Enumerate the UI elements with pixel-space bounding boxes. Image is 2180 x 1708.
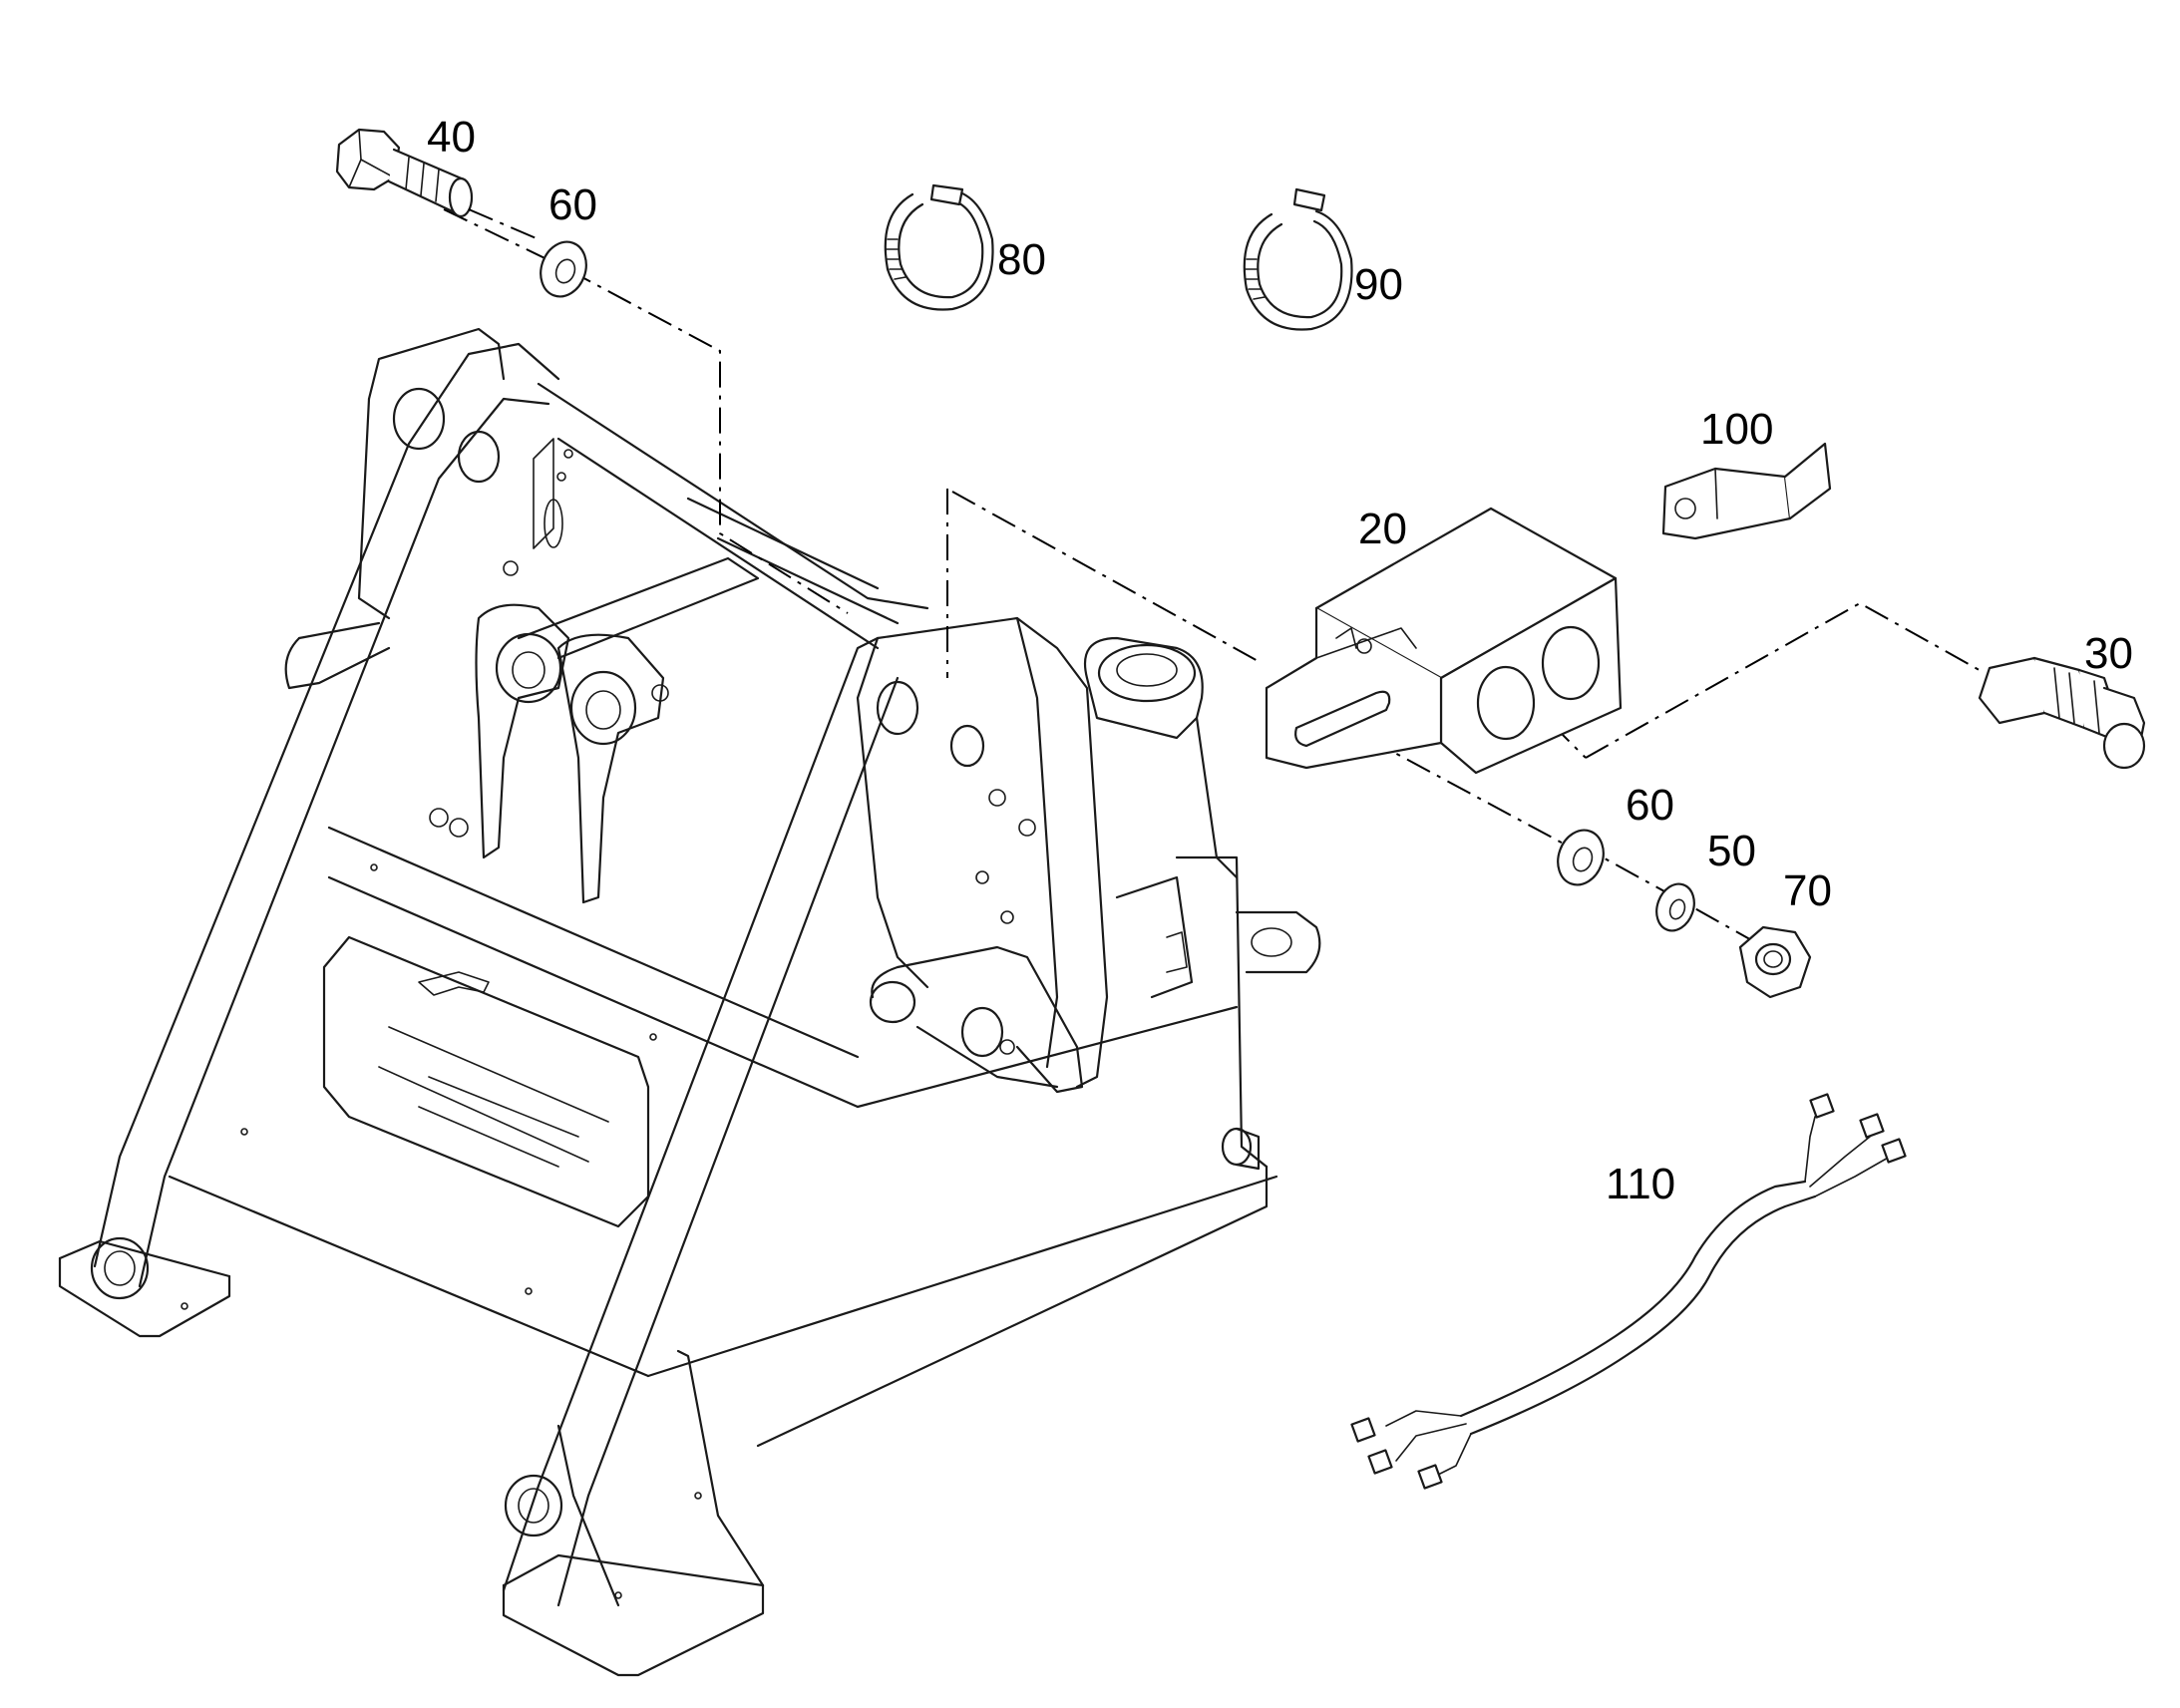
sensor-part xyxy=(1978,656,2146,770)
clamp-80-part xyxy=(884,183,994,311)
bolt-part xyxy=(335,128,540,240)
label-washer-mid: 60 xyxy=(1626,781,1674,830)
washer-top-part xyxy=(540,240,587,298)
label-bracket: 20 xyxy=(1358,505,1407,553)
label-clamp-80: 80 xyxy=(997,235,1046,284)
nut-part xyxy=(1738,925,1812,999)
label-washer-small: 50 xyxy=(1707,827,1756,875)
label-sensor: 30 xyxy=(2084,629,2133,678)
label-harness: 110 xyxy=(1606,1160,1675,1208)
harness-part xyxy=(1350,1093,1907,1490)
label-clamp-90: 90 xyxy=(1354,260,1403,309)
washer-mid-part xyxy=(1557,829,1605,886)
label-clip: 100 xyxy=(1700,405,1773,454)
washer-small-part xyxy=(1655,882,1695,932)
clamp-90-part xyxy=(1243,187,1353,331)
label-bolt: 40 xyxy=(427,113,476,162)
label-washer-top: 60 xyxy=(548,180,597,229)
clip-part xyxy=(1661,442,1832,540)
bracket-part xyxy=(1265,507,1623,775)
loader-frame xyxy=(58,327,1321,1677)
label-nut: 70 xyxy=(1783,866,1832,915)
part-labels: 40 60 80 90 100 20 30 60 50 70 110 xyxy=(427,113,2133,1208)
